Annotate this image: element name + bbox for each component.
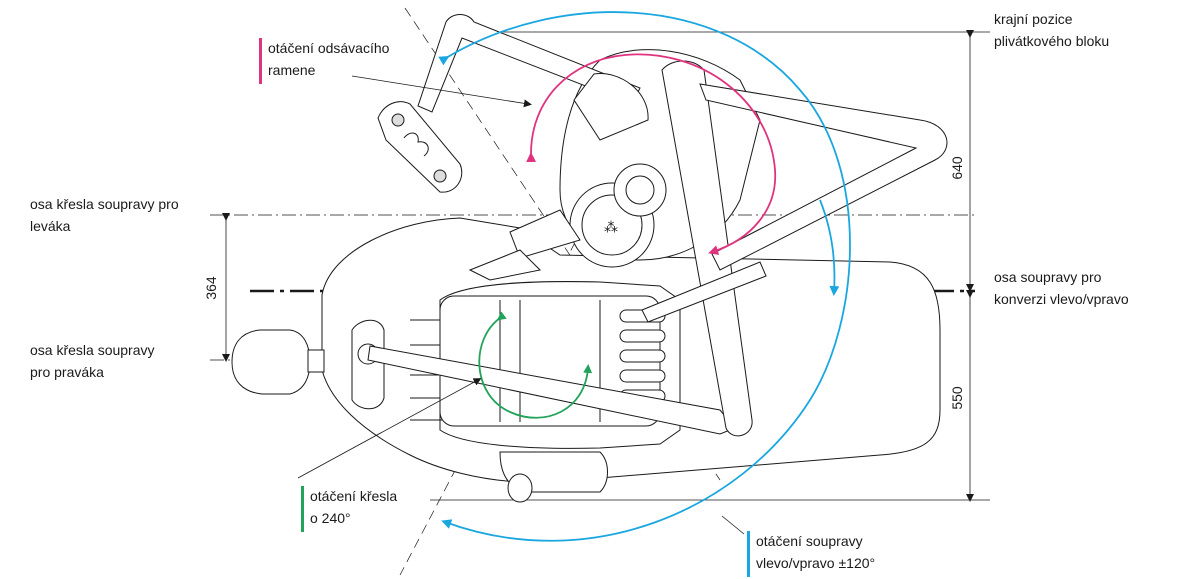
foot-control	[507, 473, 533, 503]
dimension-550-value: 550	[949, 386, 965, 410]
unit-rotation-label-line1: otáčení soupravy	[756, 533, 863, 549]
chair-rotation-arc	[478, 311, 593, 419]
extreme-spittoon-position-label: krajní pozice plivátkového bloku	[994, 8, 1109, 52]
dimension-550: 550	[949, 290, 974, 502]
suction-handpiece-holder	[377, 101, 463, 193]
svg-text:⁂: ⁂	[604, 220, 618, 236]
suction-arm-label-bar	[259, 38, 262, 84]
chair-rotation-label-line1: otáčení křesla	[310, 488, 398, 504]
unit-rotation-arc	[438, 11, 851, 542]
unit-rotation-label-line2: vlevo/vpravo ±120°	[756, 555, 876, 571]
chair-label-leader	[297, 378, 482, 479]
chair-backrest-inner	[439, 281, 681, 449]
left-hand-axis-label: osa křesla soupravy pro leváka	[30, 193, 179, 237]
right-hand-axis-label: osa křesla soupravy pro praváka	[30, 339, 155, 383]
conversion-axis-label-line1: osa soupravy pro	[994, 269, 1102, 285]
dimension-364: 364	[203, 213, 230, 362]
right-hand-axis-label-line2: pro praváka	[30, 364, 104, 380]
suction-arm-rotation-arc	[526, 53, 776, 255]
dimension-640-value: 640	[949, 156, 965, 180]
suction-label-leader	[351, 75, 532, 108]
extreme-spittoon-label-line1: krajní pozice	[994, 11, 1073, 27]
chair-rotation-label: otáčení křesla o 240°	[310, 485, 397, 529]
suction-arm-label-line1: otáčení odsávacího	[268, 40, 390, 56]
left-hand-axis-label-line2: leváka	[30, 218, 71, 234]
conversion-axis-label-line2: konverzi vlevo/vpravo	[994, 291, 1129, 307]
right-hand-axis-label-line1: osa křesla soupravy	[30, 342, 155, 358]
dimension-364-value: 364	[203, 276, 219, 300]
chair-headrest	[231, 329, 311, 395]
unit-rotation-label: otáčení soupravy vlevo/vpravo ±120°	[756, 530, 875, 574]
unit-rotation-label-bar	[747, 531, 750, 577]
dimension-640: 640	[949, 30, 974, 292]
suction-arm-label-line2: ramene	[268, 62, 316, 78]
unit-rotation-label-leader	[721, 515, 745, 535]
unit-rotation-arc-right-arrow	[819, 199, 840, 296]
headrest-joint	[307, 349, 325, 373]
chair-rotation-label-bar	[301, 486, 304, 532]
conversion-axis-label: osa soupravy pro konverzi vlevo/vpravo	[994, 266, 1129, 310]
chair-rotation-label-line2: o 240°	[310, 510, 351, 526]
left-hand-axis-label-line1: osa křesla soupravy pro	[30, 196, 179, 212]
extreme-spittoon-label-line2: plivátkového bloku	[994, 33, 1110, 49]
suction-arm-label: otáčení odsávacího ramene	[268, 37, 389, 81]
suction-arm	[417, 14, 649, 141]
